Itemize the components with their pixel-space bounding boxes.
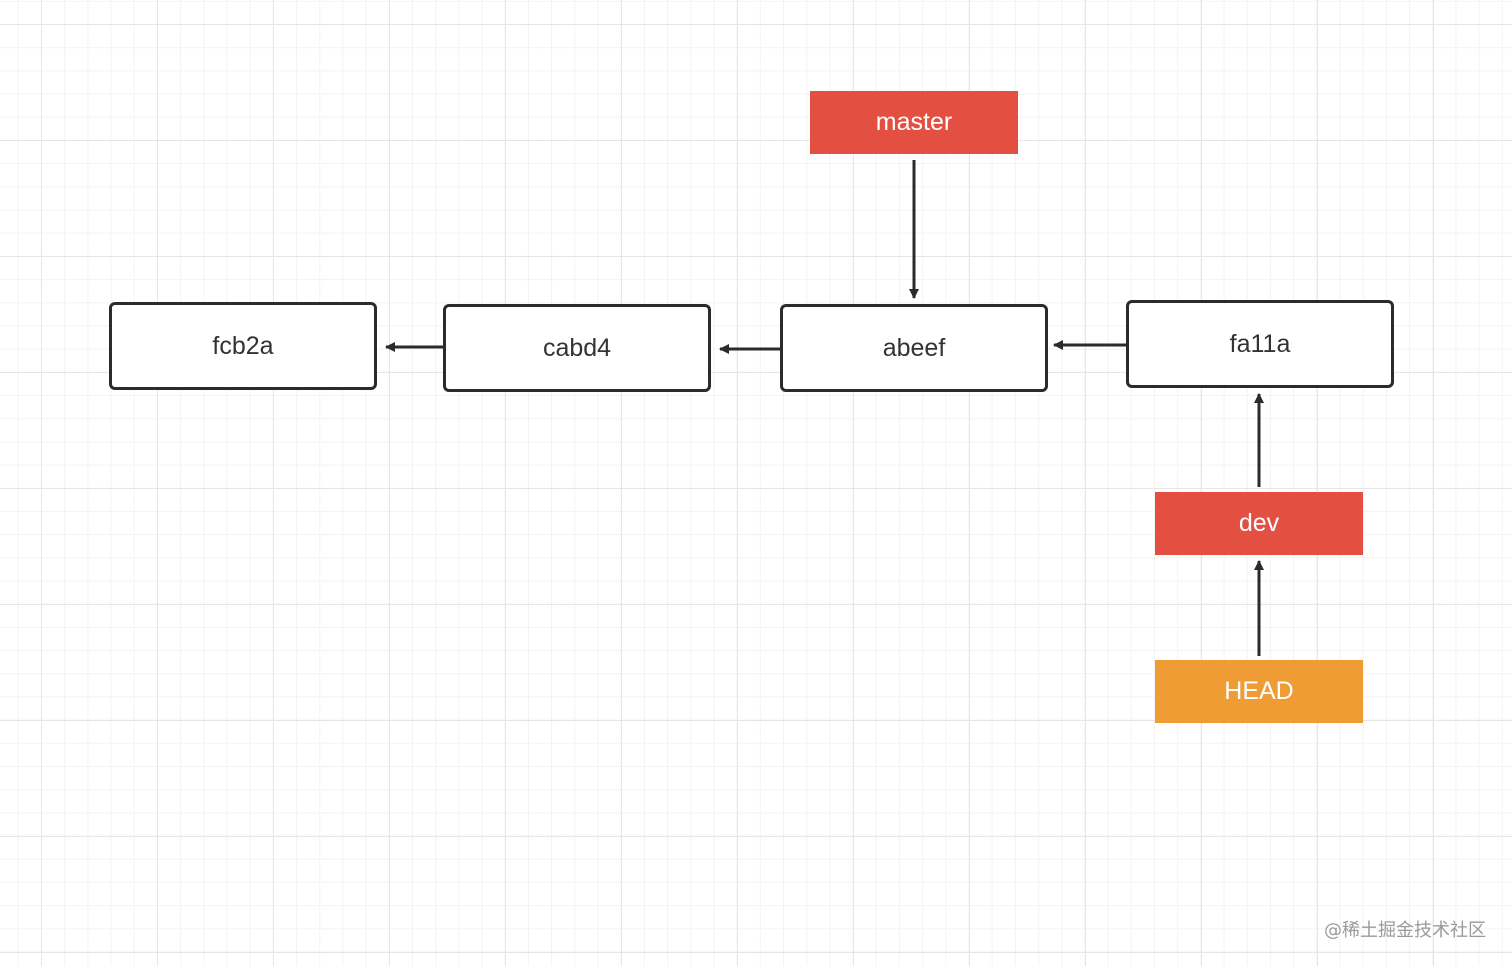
commit-label: abeef — [882, 333, 946, 362]
watermark: @稀土掘金技术社区 — [1324, 920, 1486, 941]
head-ref[interactable]: HEAD — [1155, 660, 1363, 723]
branch-ref-dev[interactable]: dev — [1155, 492, 1363, 555]
branch-ref-master[interactable]: master — [810, 91, 1018, 154]
ref-label: dev — [1238, 509, 1280, 537]
commit-label: fcb2a — [212, 331, 274, 360]
commit-node-fa11a[interactable]: fa11a — [1126, 300, 1394, 388]
commit-node-abeef[interactable]: abeef — [780, 304, 1048, 392]
commit-node-fcb2a[interactable]: fcb2a — [109, 302, 377, 390]
ref-label: HEAD — [1224, 677, 1294, 705]
commit-label: cabd4 — [542, 333, 612, 362]
commit-node-cabd4[interactable]: cabd4 — [443, 304, 711, 392]
commit-label: fa11a — [1229, 329, 1291, 358]
ref-label: master — [875, 108, 953, 136]
